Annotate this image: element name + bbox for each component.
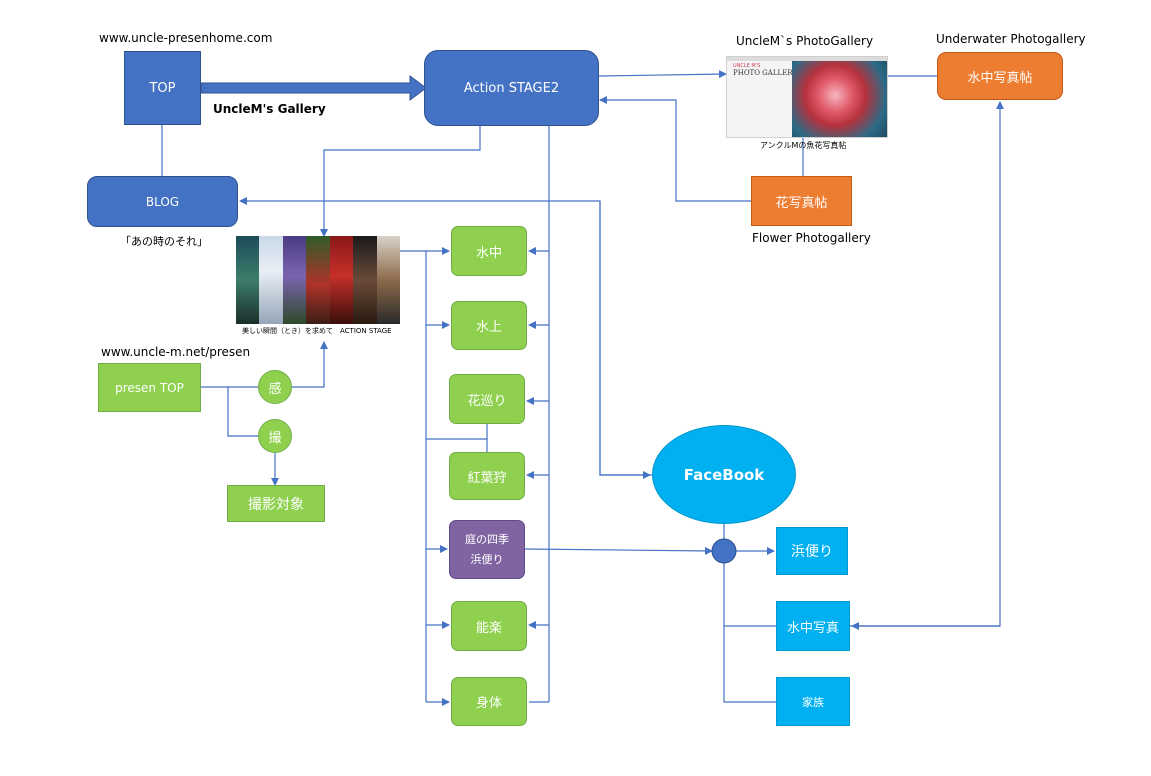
thumb-strip-6 xyxy=(353,236,377,324)
thumb-strip-4 xyxy=(306,236,330,324)
blog-node[interactable]: BLOG xyxy=(87,176,238,227)
underwater-album-node[interactable]: 水中写真帖 xyxy=(937,52,1063,100)
flower-album-node[interactable]: 花写真帖 xyxy=(751,176,852,226)
gallery-label: UncleM's Gallery xyxy=(213,102,326,116)
photogallery-title: UncleM`s PhotoGallery xyxy=(736,34,874,48)
kazoku-node[interactable]: 家族 xyxy=(776,677,850,726)
kan-to-action-thumb-arrow xyxy=(292,341,328,388)
photogallery-thumb-brand: UNCLE M'S xyxy=(733,63,761,69)
blog-to-facebook-arrow xyxy=(599,201,651,479)
top-node[interactable]: TOP xyxy=(124,51,201,125)
thumb-strip-7 xyxy=(376,236,400,324)
thumb-strip-3 xyxy=(282,236,307,324)
photogallery-thumb-header: PHOTO GALLERY xyxy=(733,69,797,77)
photogallery-caption: アンクルMの魚花写真帖 xyxy=(760,141,847,150)
thumb-strip-1 xyxy=(236,236,260,324)
stage-to-action-thumb-arrow xyxy=(320,126,481,237)
facebook-node[interactable]: FaceBook xyxy=(652,425,796,524)
photogallery-thumb-image xyxy=(792,61,887,137)
hanameguri-node[interactable]: 花巡り xyxy=(449,374,525,424)
nogaku-node[interactable]: 能楽 xyxy=(451,601,527,651)
niwa-node[interactable]: 庭の四季 浜便り xyxy=(449,520,525,579)
hamadayori-node[interactable]: 浜便り xyxy=(776,527,848,575)
niwa-to-facebook-junction-arrow xyxy=(524,546,713,555)
stage-to-photogallery-arrow xyxy=(598,70,727,79)
thumb-strip-2 xyxy=(259,236,283,324)
niwa-label-line2: 浜便り xyxy=(470,552,504,566)
flower-to-stage-arrow xyxy=(599,96,751,202)
fb-suichu-to-underwater-arrow xyxy=(850,101,1004,627)
thumb-strip-5 xyxy=(329,236,354,324)
presen-top-node[interactable]: presen TOP xyxy=(98,363,201,412)
niwa-label-line1: 庭の四季 xyxy=(465,532,509,546)
fb-suichu-node[interactable]: 水中写真 xyxy=(776,601,850,651)
facebook-junction-node xyxy=(711,538,737,564)
satsu-node[interactable]: 撮 xyxy=(258,419,292,453)
action-caption: 美しい瞬間（とき）を求めて ACTION STAGE xyxy=(242,327,392,335)
action-stage2-node[interactable]: Action STAGE2 xyxy=(424,50,599,126)
suichu-node[interactable]: 水中 xyxy=(451,226,527,276)
suijo-node[interactable]: 水上 xyxy=(451,301,527,350)
top-to-stage-big-arrow xyxy=(200,75,427,101)
kan-node[interactable]: 感 xyxy=(258,370,292,404)
presen-url-label: www.uncle-m.net/presen xyxy=(101,345,251,359)
flower-title: Flower Photogallery xyxy=(752,231,871,245)
action-stage-thumbnail[interactable] xyxy=(236,236,400,324)
underwater-title: Underwater Photogallery xyxy=(936,32,1086,46)
momijigari-node[interactable]: 紅葉狩 xyxy=(449,452,525,500)
subject-node[interactable]: 撮影対象 xyxy=(227,485,325,522)
blog-caption: 「あの時のそれ」 xyxy=(120,235,208,248)
top-url-label: www.uncle-presenhome.com xyxy=(99,31,273,45)
photogallery-thumbnail[interactable]: UNCLE M'S PHOTO GALLERY xyxy=(726,56,888,138)
shintai-node[interactable]: 身体 xyxy=(451,677,527,726)
photogallery-thumb-nav xyxy=(727,57,887,61)
